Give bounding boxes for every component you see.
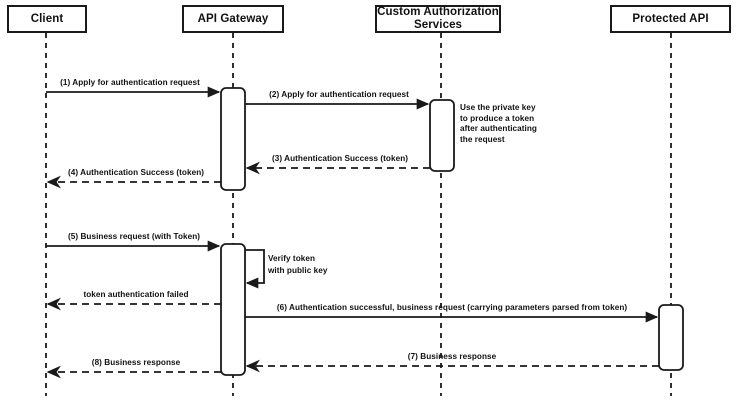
participant-label-api-gateway: API Gateway [197,12,269,25]
activation-gateway-business [220,243,246,376]
messages [46,86,659,379]
participant-box-api-gateway[interactable]: API Gateway [182,5,284,33]
activation-gateway-auth [220,87,246,191]
participant-box-custom-auth[interactable]: Custom Authorization Services [375,5,501,33]
message-label-2: (2) Apply for authentication request [269,90,409,99]
participant-box-client[interactable]: Client [7,5,87,33]
participant-label-protected-api: Protected API [632,12,709,25]
message-label-8: (8) Business response [91,358,181,367]
lifelines [45,33,672,396]
activation-protected-api [658,304,684,371]
activation-auth-service [429,99,455,172]
self-call-note-line2: with public key [268,266,328,275]
message-label-3: (3) Authentication Success (token) [271,154,409,163]
message-label-4: (4) Authentication Success (token) [67,168,205,177]
participant-box-protected-api[interactable]: Protected API [610,5,731,33]
message-label-7: (7) Business response [407,352,497,361]
message-self-call-arrow [245,249,265,289]
participant-label-custom-auth: Custom Authorization Services [377,6,499,31]
activation-bars [220,87,684,376]
self-call-note-line1: Verify token [268,254,316,263]
participant-label-client: Client [30,12,64,25]
note-private-key: Use the private key to produce a token a… [460,103,537,144]
message-label-6: (6) Authentication successful, business … [276,303,628,312]
message-label-5: (5) Business request (with Token) [67,232,201,241]
self-call-note: Verify token with public key [268,253,327,277]
message-label-token-failed: token authentication failed [83,290,189,299]
message-label-1: (1) Apply for authentication request [60,78,200,87]
